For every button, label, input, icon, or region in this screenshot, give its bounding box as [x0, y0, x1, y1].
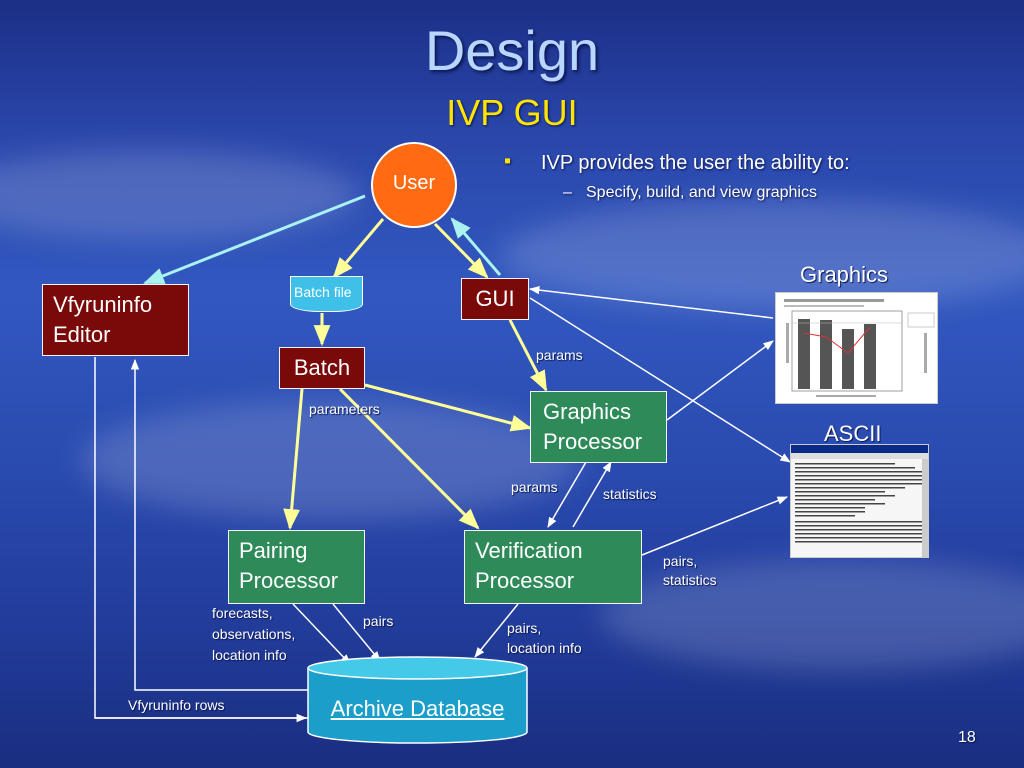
arrow-batch-to-pairing: [283, 388, 304, 531]
arrow-gui-to-user: [450, 217, 502, 276]
arrow-batch-to-graphics-processor: [364, 383, 533, 432]
graphics-heading: Graphics: [800, 262, 889, 287]
arrow-user-to-batchfile: [332, 218, 385, 279]
label-parameters: parameters: [309, 401, 380, 417]
gui-label: GUI: [475, 286, 515, 311]
arrow-pairing-pairs-to-archive: [332, 603, 381, 662]
bullet-sub: Specify, build, and view graphics: [586, 184, 817, 201]
page-number: 18: [958, 729, 976, 746]
batch-label: Batch: [293, 355, 351, 380]
cloud: [0, 150, 360, 240]
gui-node: GUI: [461, 278, 529, 320]
label-pairs-location-1: pairs,: [507, 620, 542, 636]
label-pairs-statistics-1: pairs,: [663, 553, 698, 569]
label-params-verification: params: [511, 479, 558, 495]
vfyruninfo-editor-node: Vfyruninfo Editor: [42, 284, 189, 356]
batch-node: Batch: [279, 347, 365, 389]
arrow-gui-to-graphics-processor: [508, 319, 548, 392]
ascii-heading: ASCII: [824, 421, 882, 446]
label-forecasts-2: observations,: [212, 626, 296, 642]
graphics-processor-label-line2: Processor: [543, 429, 643, 454]
arrow-batch-to-verification: [338, 387, 480, 530]
vfyruninfo-editor-label-line2: Editor: [53, 322, 111, 347]
arrow-user-to-editor: [143, 194, 366, 285]
bullet-main: IVP provides the user the ability to:: [541, 152, 850, 174]
arrow-to-graphics-image: [666, 340, 774, 421]
label-pairs-statistics-2: statistics: [663, 572, 717, 588]
graphics-processor-label-line1: Graphics: [543, 399, 632, 424]
user-node: User: [371, 142, 457, 228]
cylinder-shape: [307, 656, 528, 744]
arrow-verification-to-graphics: [572, 461, 612, 528]
label-statistics: statistics: [603, 486, 657, 502]
label-forecasts-1: forecasts,: [212, 605, 273, 621]
user-label: User: [392, 172, 436, 194]
arrow-archive-to-editor: [130, 358, 308, 691]
pairing-processor-label-line1: Pairing: [239, 538, 308, 563]
pairing-processor-label-line2: Processor: [239, 568, 339, 593]
graphics-processor-node: Graphics Processor: [530, 391, 667, 463]
vfyruninfo-editor-label-line1: Vfyruninfo: [53, 292, 153, 317]
arrow-graphics-to-verification: [547, 461, 587, 528]
graphics-thumbnail: [775, 292, 938, 404]
label-forecasts-3: location info: [212, 647, 287, 663]
verification-processor-label-line2: Processor: [475, 568, 575, 593]
batch-file-node: Batch file: [290, 276, 363, 312]
archive-database-node: Archive Database: [307, 656, 528, 744]
arrow-pairing-to-archive: [292, 603, 351, 665]
bullet-sub-dash: –: [563, 184, 572, 201]
arrow-graphics-to-gui: [528, 285, 774, 319]
arrow-archive-to-verification: [474, 603, 519, 658]
ascii-window-image: [791, 445, 928, 557]
arrow-user-to-gui: [433, 222, 489, 279]
archive-database-label: Archive Database: [330, 696, 505, 721]
pairing-processor-node: Pairing Processor: [228, 530, 365, 604]
arrow-gui-to-ascii: [529, 297, 791, 463]
label-pairs: pairs: [363, 613, 394, 629]
label-params-gui: params: [536, 347, 583, 363]
batch-file-label: Batch file: [294, 284, 352, 300]
bullet-marker: ▪: [504, 150, 512, 172]
cloud: [600, 560, 1024, 670]
arrow-verification-to-ascii: [641, 496, 788, 556]
slide-title: Design: [424, 19, 600, 82]
ascii-thumbnail: [790, 444, 929, 558]
slide-subtitle: IVP GUI: [446, 92, 578, 133]
label-vfyruninfo-rows: Vfyruninfo rows: [128, 697, 225, 713]
cloud: [500, 200, 1024, 310]
verification-processor-label-line1: Verification: [475, 538, 583, 563]
verification-processor-node: Verification Processor: [464, 530, 642, 604]
chart-thumbnail-image: [784, 299, 935, 397]
label-pairs-location-2: location info: [507, 640, 582, 656]
